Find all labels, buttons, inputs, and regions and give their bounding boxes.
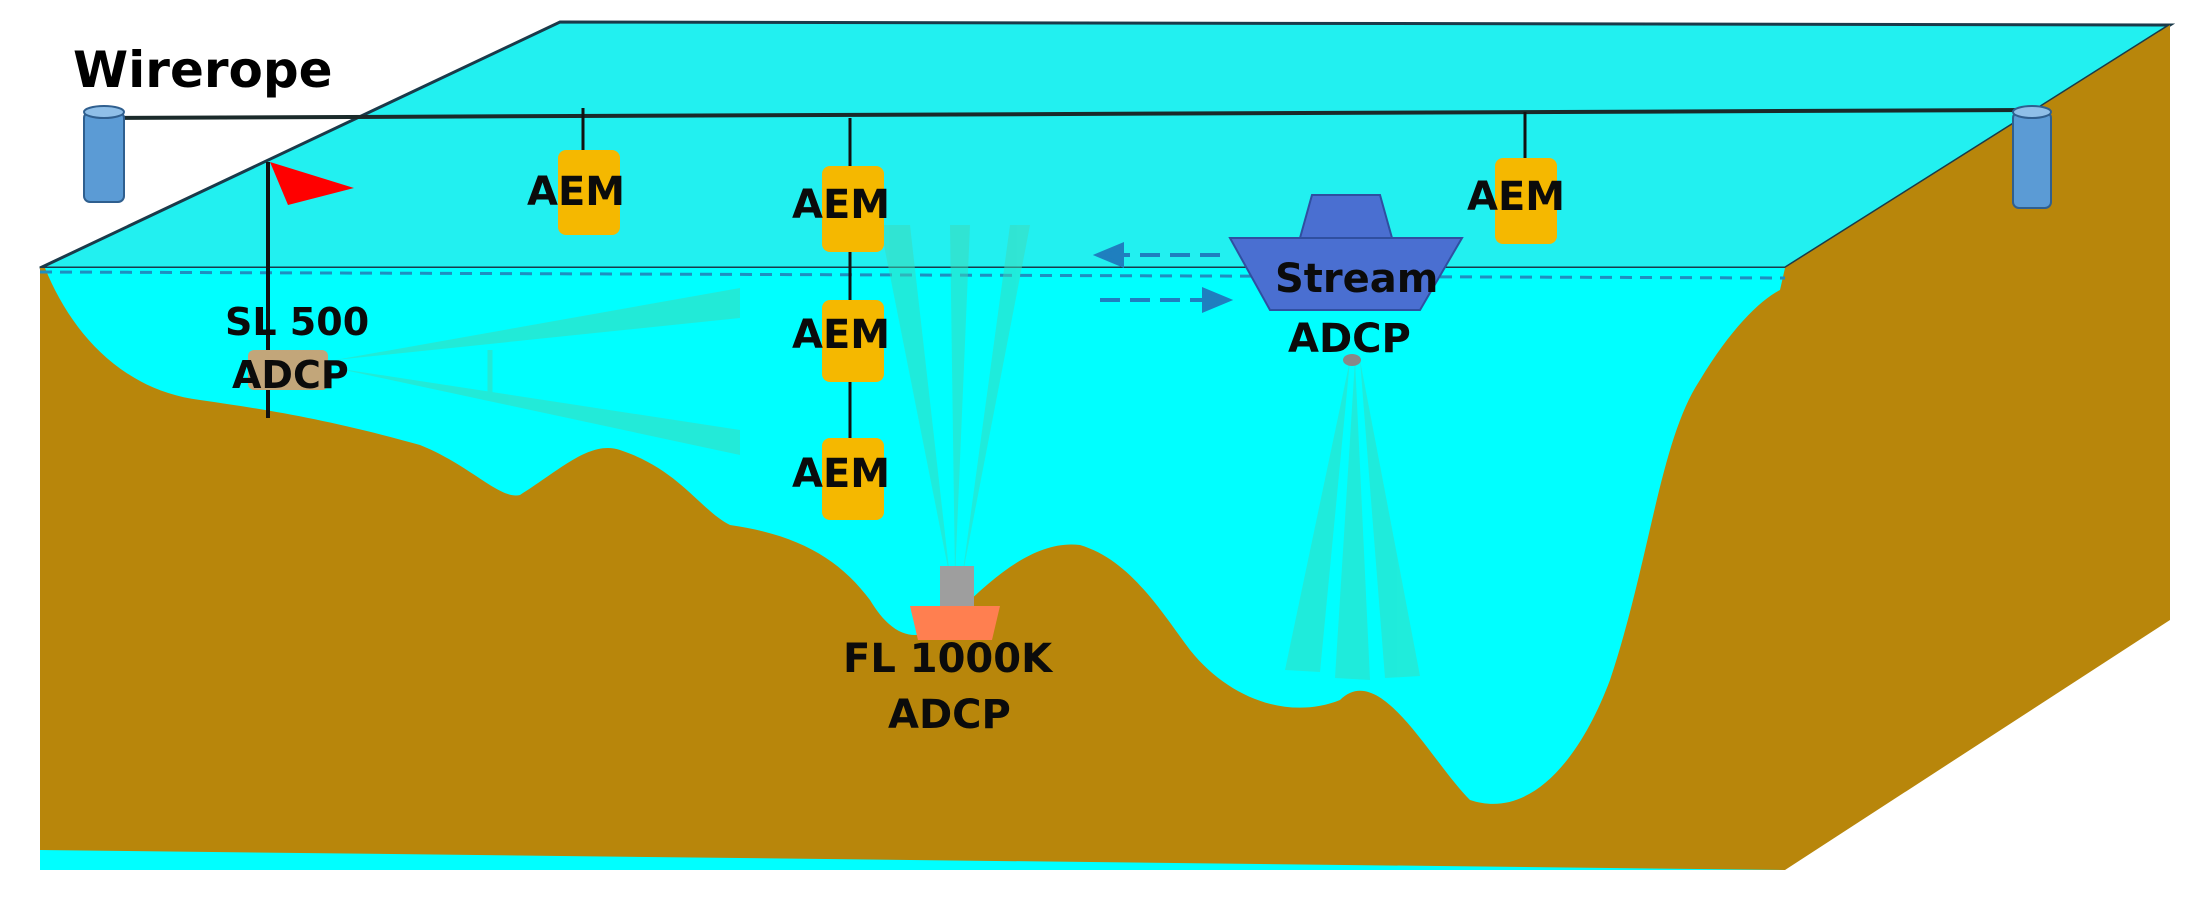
- fl1000k-label-line1: FL 1000K: [843, 636, 1054, 682]
- flag-icon: [270, 162, 354, 205]
- stream-label-line2: ADCP: [1288, 316, 1411, 362]
- stream-label-line1: Stream: [1275, 256, 1438, 302]
- aem-label-5: AEM: [1467, 174, 1565, 220]
- stream-adcp-beams: [1285, 360, 1420, 680]
- left-post: [83, 105, 125, 203]
- fl1000k-beams: [880, 225, 1030, 578]
- aem-sensor-1: AEM: [527, 150, 625, 235]
- aem-label-3: AEM: [792, 312, 890, 358]
- riverbank-side-face: [1785, 25, 2170, 870]
- right-post: [2012, 105, 2052, 209]
- water-level-line: [39, 270, 1786, 280]
- aem-label-2: AEM: [792, 182, 890, 228]
- aem-label-4: AEM: [792, 451, 890, 497]
- aem-sensor-2: AEM: [792, 166, 890, 252]
- sl500-beams: [335, 288, 740, 455]
- fl1000k-label-line2: ADCP: [888, 692, 1011, 738]
- riverbed-front: [40, 268, 1785, 870]
- wirerope-line: [99, 108, 2031, 120]
- sl500-label-line1: SL 500: [225, 300, 369, 344]
- wirerope-label: Wirerope: [73, 41, 333, 99]
- sl500-instrument: [248, 350, 328, 390]
- aem-sensor-3: AEM: [792, 300, 890, 382]
- aem-label-1: AEM: [527, 169, 625, 215]
- aem-sensor-4: AEM: [792, 438, 890, 520]
- fl1000k-instrument: [910, 566, 1000, 640]
- aem-sensor-5: AEM: [1467, 158, 1565, 244]
- stream-adcp-boat: [1228, 194, 1464, 366]
- flow-arrows: [1092, 242, 1234, 313]
- sl500-label-line2: ADCP: [232, 353, 349, 397]
